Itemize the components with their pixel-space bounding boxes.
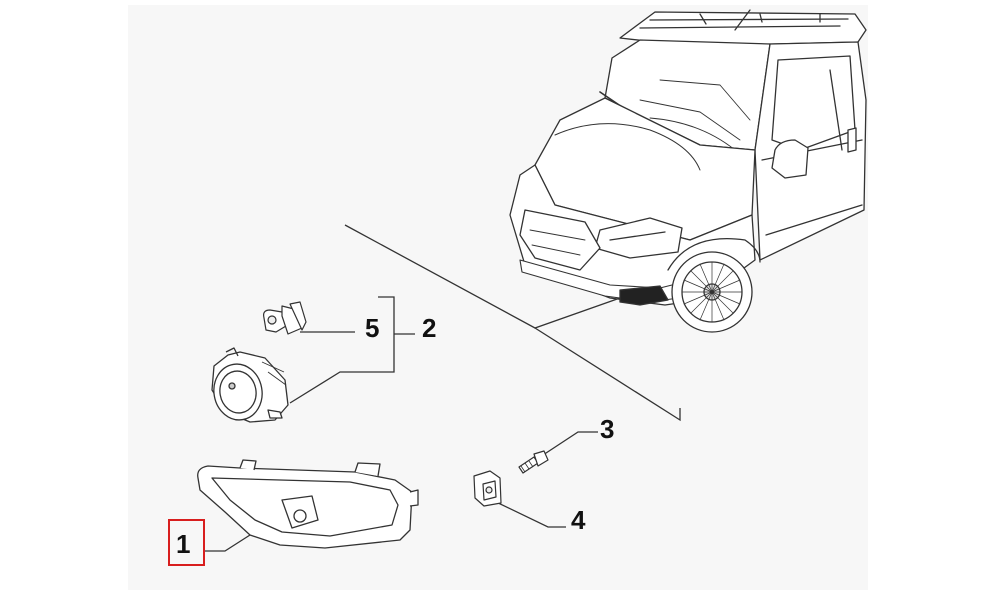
bulb-part-illustration (263, 301, 307, 335)
screw-part-illustration (518, 450, 549, 474)
callout-part-2[interactable]: 2 (422, 313, 437, 343)
fog-lamp-unit-illustration (211, 347, 289, 423)
callout-part-3[interactable]: 3 (600, 414, 615, 444)
selected-part-highlight-box (168, 519, 205, 566)
leader-lines (205, 224, 681, 552)
callout-part-4[interactable]: 4 (571, 505, 586, 535)
bezel-frame-part-illustration (197, 459, 419, 549)
callout-part-5[interactable]: 5 (365, 313, 380, 343)
clip-nut-part-illustration (473, 470, 502, 507)
vehicle-illustration (509, 9, 867, 333)
callout-part-1[interactable]: 1 (176, 529, 191, 559)
